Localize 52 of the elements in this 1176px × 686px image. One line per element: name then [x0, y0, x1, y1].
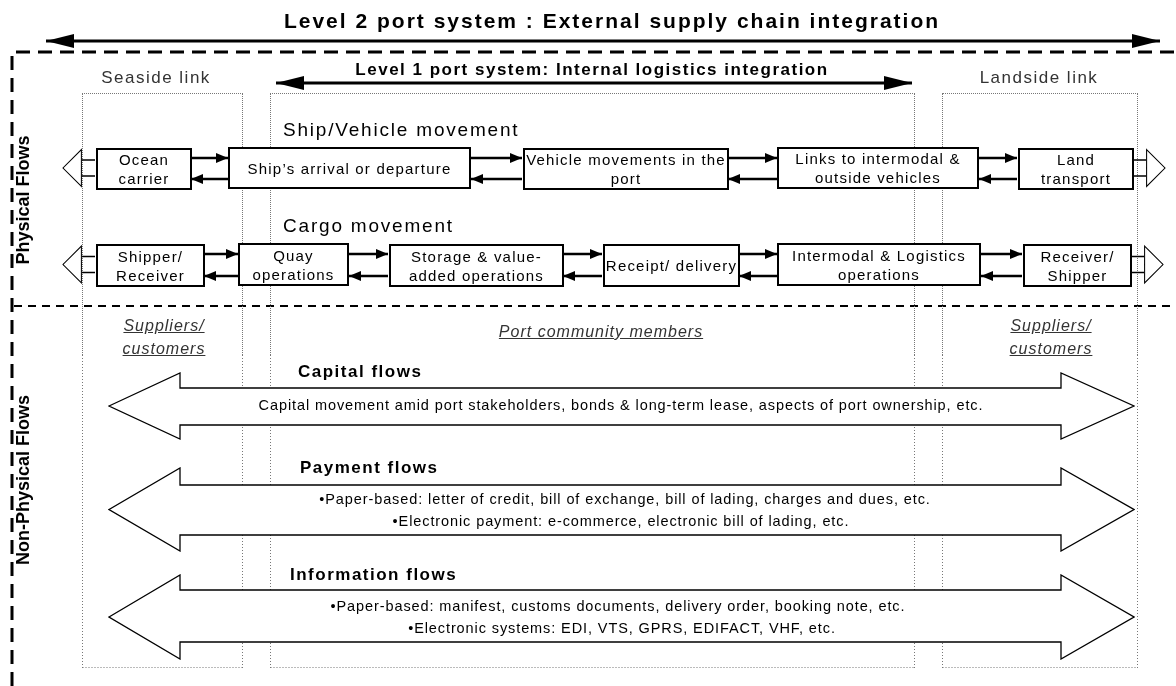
zone-subheading: Cargo movement — [283, 215, 454, 237]
process-box: Shipper/ Receiver — [96, 244, 205, 287]
arrow — [191, 174, 228, 184]
level-label: Level 1 port system: Internal logistics integration — [355, 60, 829, 80]
arrow — [739, 271, 777, 281]
block-arrow — [62, 245, 96, 284]
zone-heading: Landside link — [979, 68, 1099, 88]
process-box: Receiver/ Shipper — [1023, 244, 1132, 287]
arrow — [563, 249, 602, 259]
flow-heading: Payment flows — [300, 458, 439, 478]
flow-heading: Information flows — [290, 565, 458, 585]
process-box: Links to intermodal & outside vehicles — [777, 147, 979, 189]
flow-description: Capital movement amid port stakeholders, bonds & long-term lease, aspects of port ownership, etc. — [258, 397, 984, 413]
process-box: Ship’s arrival or departure — [228, 147, 471, 189]
zone-heading: Seaside link — [101, 68, 211, 88]
process-box: Land transport — [1018, 148, 1134, 190]
arrow — [981, 249, 1022, 259]
flow-description: •Electronic payment: e-commerce, electronic bill of lading, etc. — [392, 513, 850, 529]
flow-description: •Electronic systems: EDI, VTS, GPRS, EDIFACT, VHF, etc. — [408, 620, 836, 636]
section-label: Physical Flows — [13, 135, 33, 265]
process-box: Intermodal & Logistics operations — [777, 243, 981, 286]
diagram-title: Level 2 port system : External supply chain integration — [283, 9, 941, 33]
arrow — [981, 271, 1022, 281]
zone-subheading: Port community members — [498, 323, 704, 341]
process-box: Storage & value-added operations — [389, 244, 564, 287]
block-arrow — [62, 149, 96, 187]
arrow — [471, 153, 522, 163]
process-box: Receipt/ delivery — [603, 244, 740, 287]
section-label: Non-Physical Flows — [12, 395, 34, 565]
process-box: Vehicle movements in the port — [523, 148, 729, 190]
block-arrow — [1132, 149, 1166, 187]
flow-description: •Paper-based: letter of credit, bill of exchange, bill of lading, charges and dues, etc. — [319, 491, 931, 507]
flow-heading: Capital flows — [298, 362, 423, 382]
arrow — [728, 174, 777, 184]
zone-subheading: Suppliers/ customers — [121, 316, 207, 359]
zone-subheading: Suppliers/ customers — [1008, 316, 1094, 359]
block-arrow — [1130, 245, 1164, 284]
arrow — [204, 249, 238, 259]
arrow — [563, 271, 602, 281]
arrow — [979, 174, 1017, 184]
arrow — [979, 153, 1017, 163]
arrow — [471, 174, 522, 184]
process-box: Ocean carrier — [96, 148, 192, 190]
arrow — [349, 271, 388, 281]
arrow — [728, 153, 777, 163]
arrow — [191, 153, 228, 163]
arrow — [349, 249, 388, 259]
process-box: Quay operations — [238, 243, 349, 286]
zone-heading: Ship/Vehicle movement — [283, 119, 520, 141]
flow-description: •Paper-based: manifest, customs documents, delivery order, booking note, etc. — [330, 598, 906, 614]
arrow — [739, 249, 777, 259]
arrow — [204, 271, 238, 281]
